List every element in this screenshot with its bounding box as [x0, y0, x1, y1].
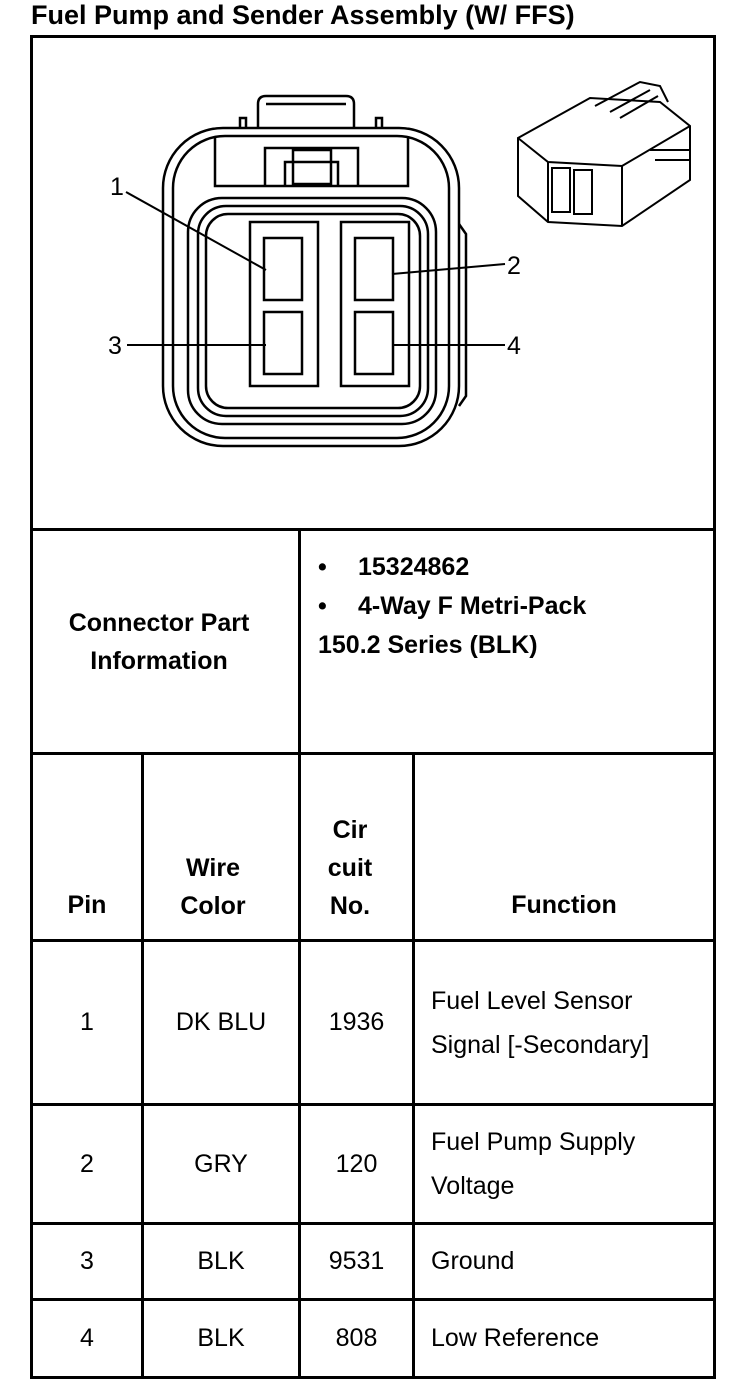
- connector-diagram: 1 2 3 4: [108, 80, 691, 448]
- outer-border: [30, 35, 716, 1379]
- row1-function: Fuel Level Sensor Signal [-Secondary]: [431, 986, 650, 1059]
- divider-col-circuit: [412, 752, 415, 1379]
- row1-wire-color: DK BLU: [175, 1008, 267, 1037]
- connector-info-values: •15324862 •4-Way F Metri-Pack 150.2 Seri…: [318, 548, 586, 665]
- row2-circuit: 120: [335, 1149, 378, 1178]
- row4-wire-color: BLK: [197, 1324, 245, 1353]
- divider-row2-row3: [30, 1222, 716, 1225]
- row2-wire-color: GRY: [194, 1149, 248, 1178]
- row3-circuit: 9531: [328, 1247, 385, 1276]
- pin-label-3: 3: [108, 332, 122, 360]
- row1-pin: 1: [80, 1008, 94, 1037]
- connector-series: 150.2 Series (BLK): [318, 631, 538, 659]
- row2-pin: 2: [80, 1149, 94, 1178]
- divider-header-row1: [30, 939, 716, 942]
- connector-type: 4-Way F Metri-Pack: [358, 592, 587, 620]
- row1-circuit: 1936: [328, 1008, 385, 1037]
- row3-function: Ground: [431, 1247, 515, 1276]
- bullet-item-part-number: •15324862: [318, 553, 470, 581]
- connector-perspective-icon: [517, 80, 691, 228]
- header-wire-color: Wire Color: [180, 854, 246, 920]
- divider-row1-row2: [30, 1103, 716, 1106]
- divider-row3-row4: [30, 1298, 716, 1301]
- divider-col-wire: [298, 752, 301, 1379]
- part-number: 15324862: [358, 553, 470, 581]
- pin-label-4: 4: [507, 332, 521, 360]
- row4-function: Low Reference: [431, 1324, 600, 1353]
- row4-pin: 4: [80, 1324, 94, 1353]
- header-pin: Pin: [67, 891, 107, 920]
- row4-circuit: 808: [335, 1324, 378, 1353]
- divider-col-pin: [141, 752, 144, 1379]
- header-function: Function: [511, 891, 617, 920]
- header-circuit-no: Cir cuit No.: [327, 816, 373, 920]
- page-title: Fuel Pump and Sender Assembly (W/ FFS): [31, 0, 575, 30]
- row3-wire-color: BLK: [197, 1247, 245, 1276]
- connector-info-label: Connector Part Information: [68, 609, 250, 675]
- divider-diagram-info: [30, 528, 716, 531]
- pin-label-1: 1: [110, 173, 124, 201]
- row3-pin: 3: [80, 1247, 94, 1276]
- row2-function: Fuel Pump Supply Voltage: [431, 1128, 636, 1200]
- divider-info-table: [30, 752, 716, 755]
- pin-label-2: 2: [507, 252, 521, 280]
- bullet-item-connector-type: •4-Way F Metri-Pack: [318, 592, 587, 620]
- divider-info-vertical: [298, 528, 301, 755]
